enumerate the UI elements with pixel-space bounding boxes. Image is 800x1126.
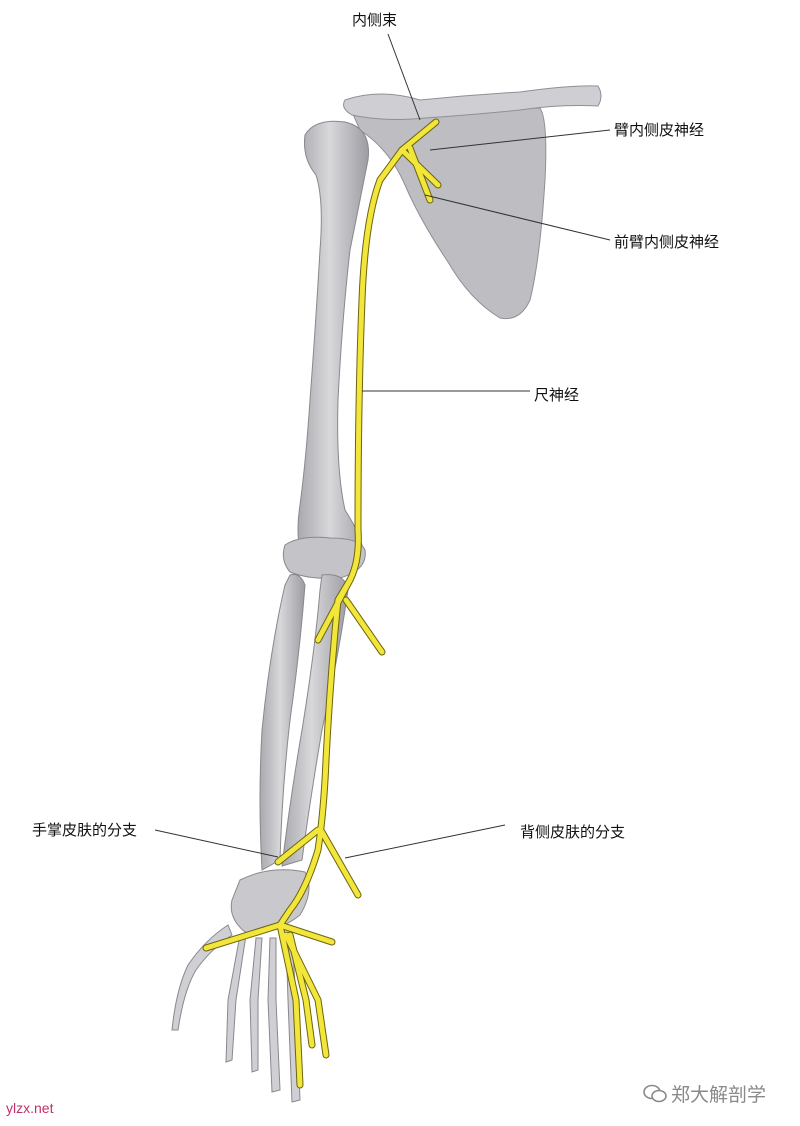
watermark-url: ylzx.net xyxy=(6,1100,54,1116)
clavicle xyxy=(343,85,602,120)
leader-medial-antebrachial-cutaneous xyxy=(424,194,611,241)
hand-bones xyxy=(171,924,301,1103)
label-ulnar-nerve: 尺神经 xyxy=(534,386,580,404)
label-dorsal-cutaneous-branch: 背侧皮肤的分支 xyxy=(520,823,626,841)
leader-palmar-branch xyxy=(154,829,279,858)
leader-medial-cord xyxy=(387,33,421,121)
leader-medial-brachial-cutaneous xyxy=(429,129,611,151)
nerve-paths xyxy=(202,118,442,1089)
leader-lines xyxy=(154,33,611,859)
watermark-brand: 郑大解剖学 xyxy=(643,1080,766,1107)
label-medial-antebrachial-cutaneous-nerve: 前臂内侧皮神经 xyxy=(614,233,720,251)
label-medial-brachial-cutaneous-nerve: 臂内侧皮神经 xyxy=(614,121,705,139)
label-palmar-cutaneous-branch: 手掌皮肤的分支 xyxy=(32,821,138,839)
wechat-icon xyxy=(643,1084,667,1103)
watermark-brand-text: 郑大解剖学 xyxy=(671,1084,767,1106)
leader-dorsal-branch xyxy=(344,824,506,859)
radius xyxy=(259,574,306,871)
scapula xyxy=(351,107,547,320)
elbow xyxy=(282,536,366,579)
label-medial-cord: 内侧束 xyxy=(352,11,398,29)
